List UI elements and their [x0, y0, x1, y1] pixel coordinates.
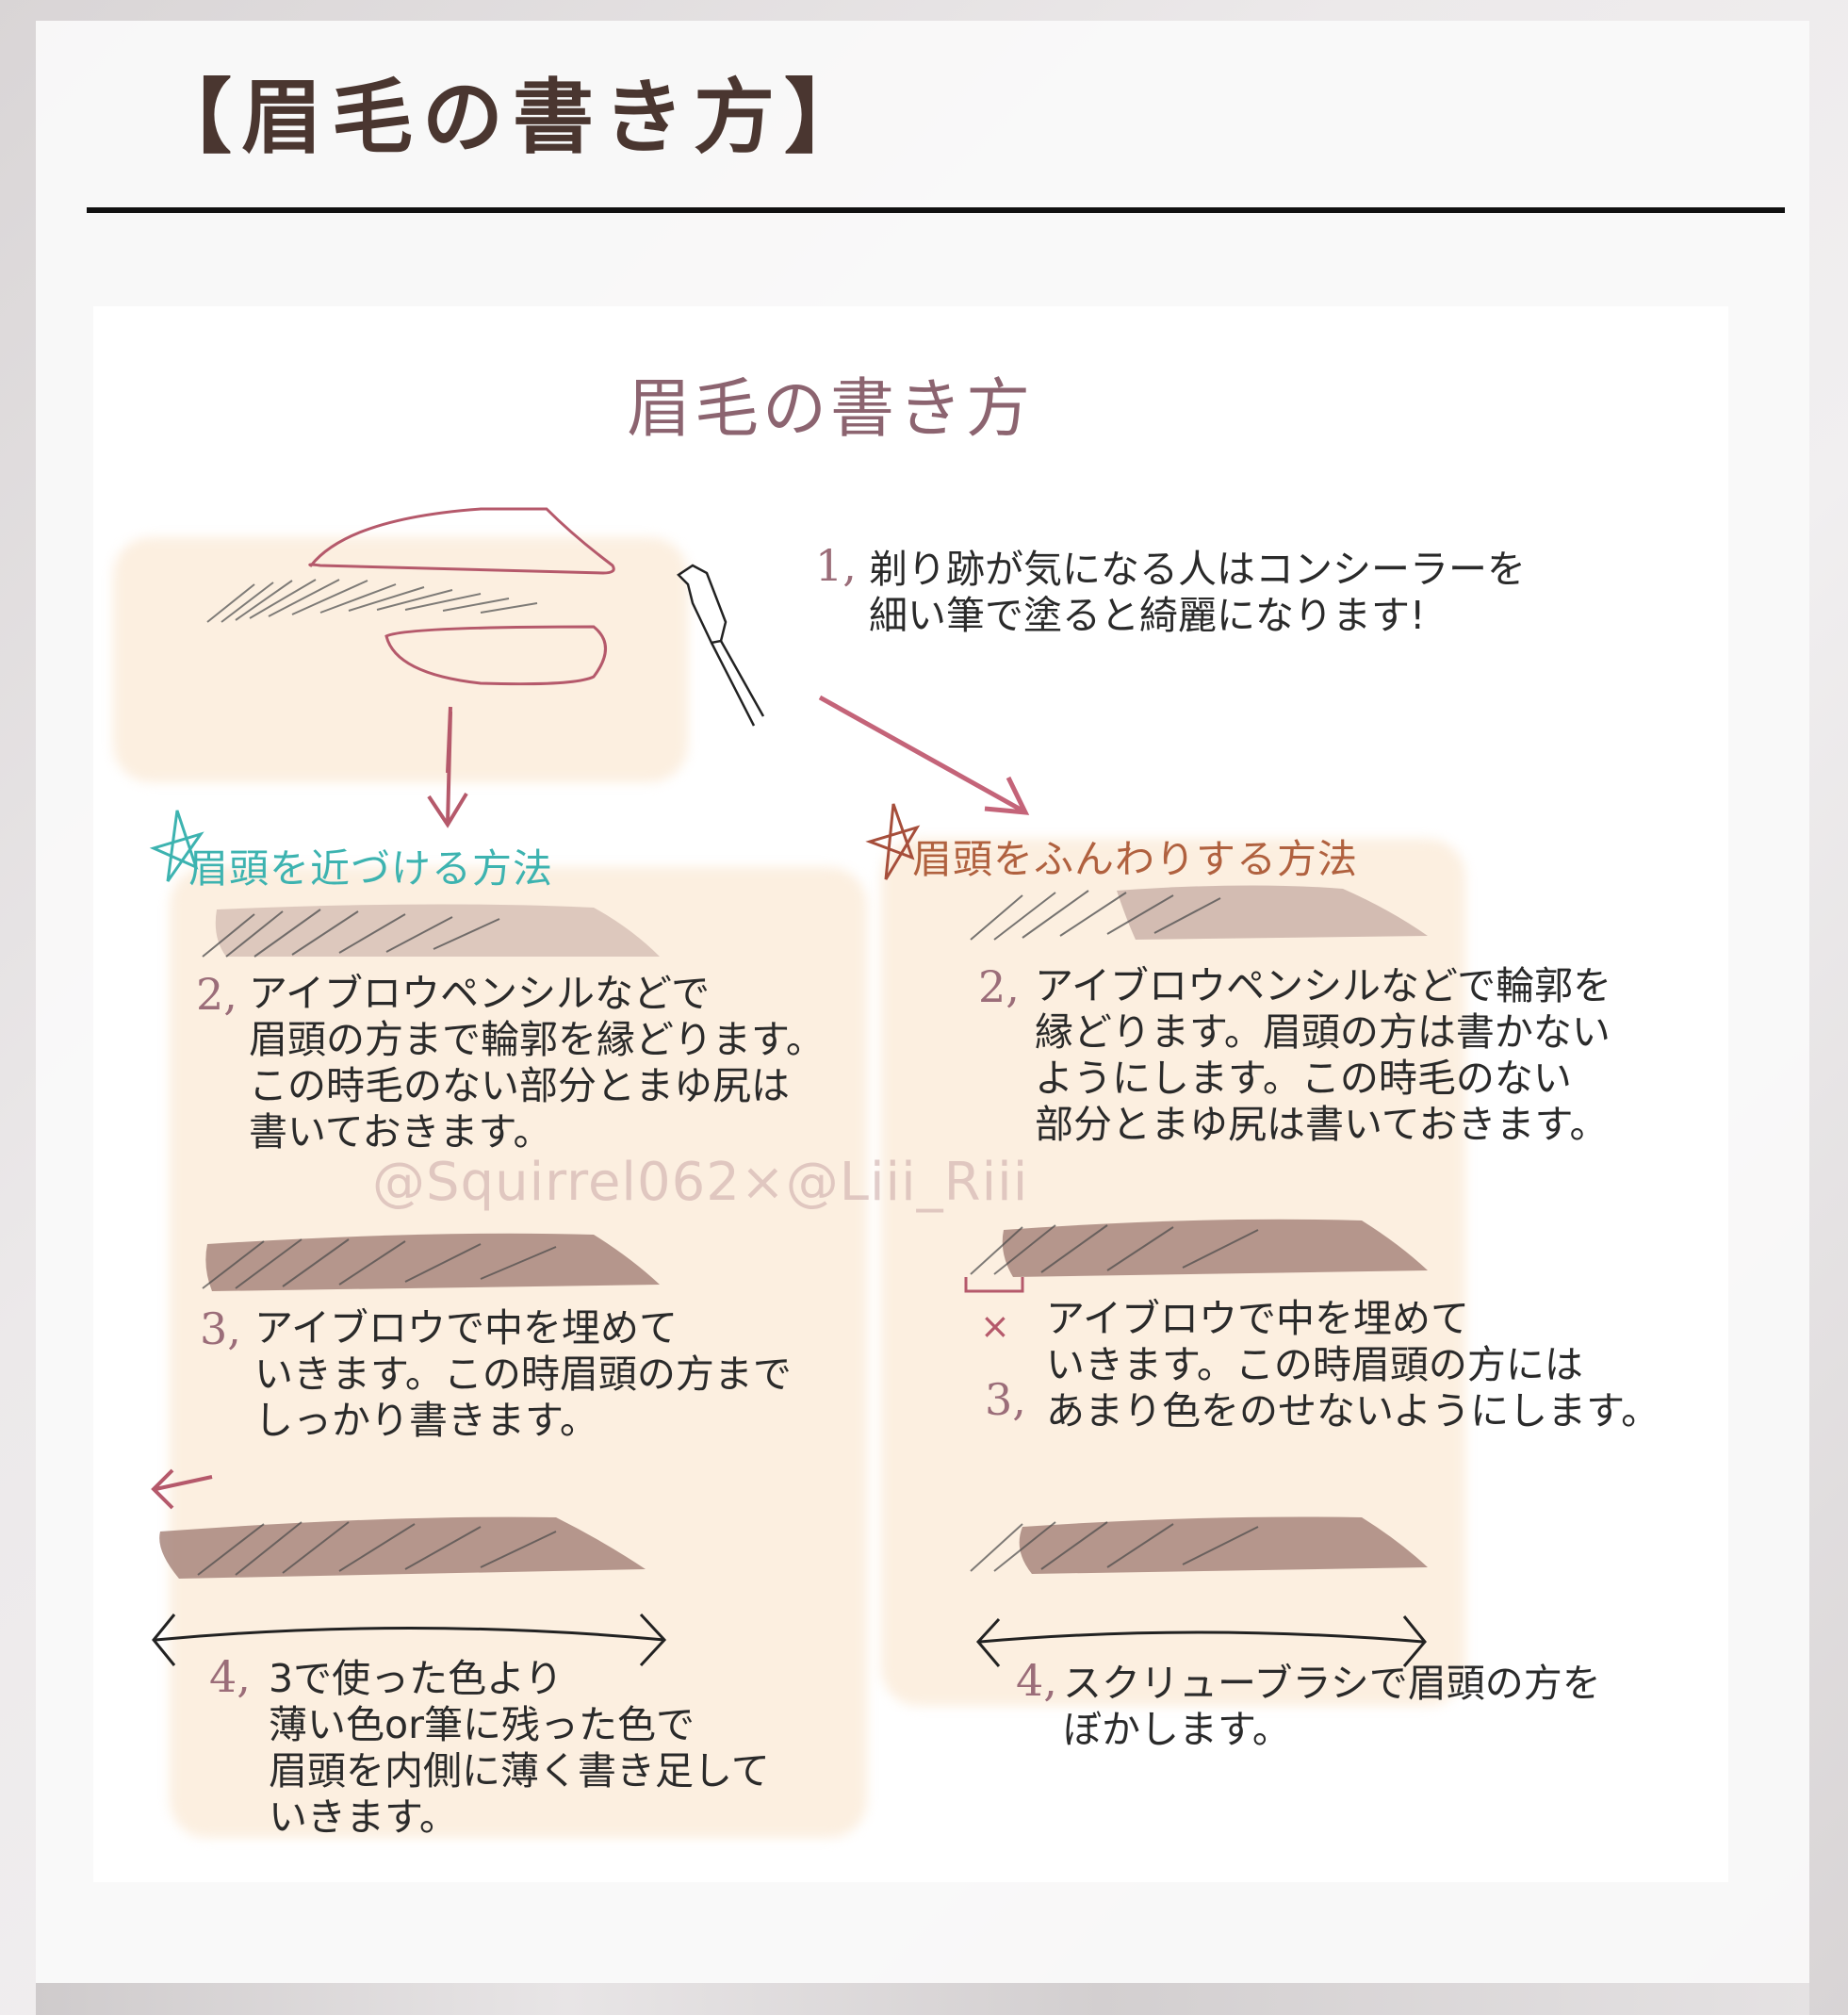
- eyebrow-step3-left: [202, 1233, 661, 1291]
- arrow-diagonal-icon: [818, 695, 1030, 815]
- concealer-illustration: [206, 507, 765, 774]
- card-title: 眉毛の書き方: [627, 372, 1035, 447]
- arrow-left-icon: [151, 1468, 213, 1510]
- step-text: アイブロウで中を埋めて いきます。この時眉頭の方まで しっかり書きます。: [254, 1305, 792, 1443]
- step-text: 3で使った色より 薄い色or筆に残った色で 眉頭を内側に薄く書き足して いきます…: [269, 1656, 770, 1840]
- double-arrow-icon: [976, 1615, 1427, 1667]
- eyebrow-step4-right: [970, 1516, 1428, 1574]
- page-title: 【眉毛の書き方】: [151, 71, 875, 165]
- skin-blob: [113, 537, 688, 782]
- watermark: @Squirrel062×@Liii_Riii: [372, 1152, 1029, 1213]
- eyebrow-step3-right: [970, 1219, 1428, 1277]
- step-text: アイブロウペンシルなどで 眉頭の方まで輪郭を縁どります。 この時毛のない部分とま…: [249, 971, 825, 1155]
- skin-blob: [170, 867, 867, 1838]
- title-divider: [87, 207, 1785, 213]
- step-number: 4,: [1016, 1655, 1057, 1706]
- step-number: 2,: [978, 961, 1020, 1012]
- background-strip: [36, 1983, 1809, 2015]
- bracket-mark-icon: [964, 1277, 1024, 1293]
- eyebrow-step2-right: [970, 885, 1428, 941]
- method-heading-close: 眉頭を近づける方法: [188, 845, 554, 892]
- step-text: スクリューブラシで眉頭の方を ぼかします。: [1063, 1661, 1601, 1752]
- arrow-down-icon: [427, 711, 468, 828]
- step-number: 3,: [200, 1303, 241, 1354]
- step-number: 3,: [985, 1374, 1026, 1425]
- cross-mark: ×: [980, 1305, 1010, 1347]
- step-number: 1,: [815, 540, 857, 591]
- step-text: アイブロウで中を埋めて いきます。この時眉頭の方には あまり色をのせないようにし…: [1046, 1296, 1660, 1433]
- step-number: 4,: [209, 1651, 251, 1702]
- eyebrow-step2-left: [202, 904, 660, 958]
- method-heading-soft: 眉頭をふんわりする方法: [912, 836, 1359, 882]
- double-arrow-icon: [152, 1613, 667, 1667]
- step-number: 2,: [196, 969, 237, 1020]
- star-doodle-icon: [865, 803, 921, 880]
- step-text: 剃り跡が気になる人はコンシーラーを 細い筆で塗ると綺麗になります!: [869, 547, 1526, 638]
- star-doodle-icon: [149, 810, 204, 882]
- step-text: アイブロウペンシルなどで輪郭を 縁どります。眉頭の方は書かない ようにします。こ…: [1035, 963, 1612, 1147]
- eyebrow-step4-left: [159, 1516, 646, 1579]
